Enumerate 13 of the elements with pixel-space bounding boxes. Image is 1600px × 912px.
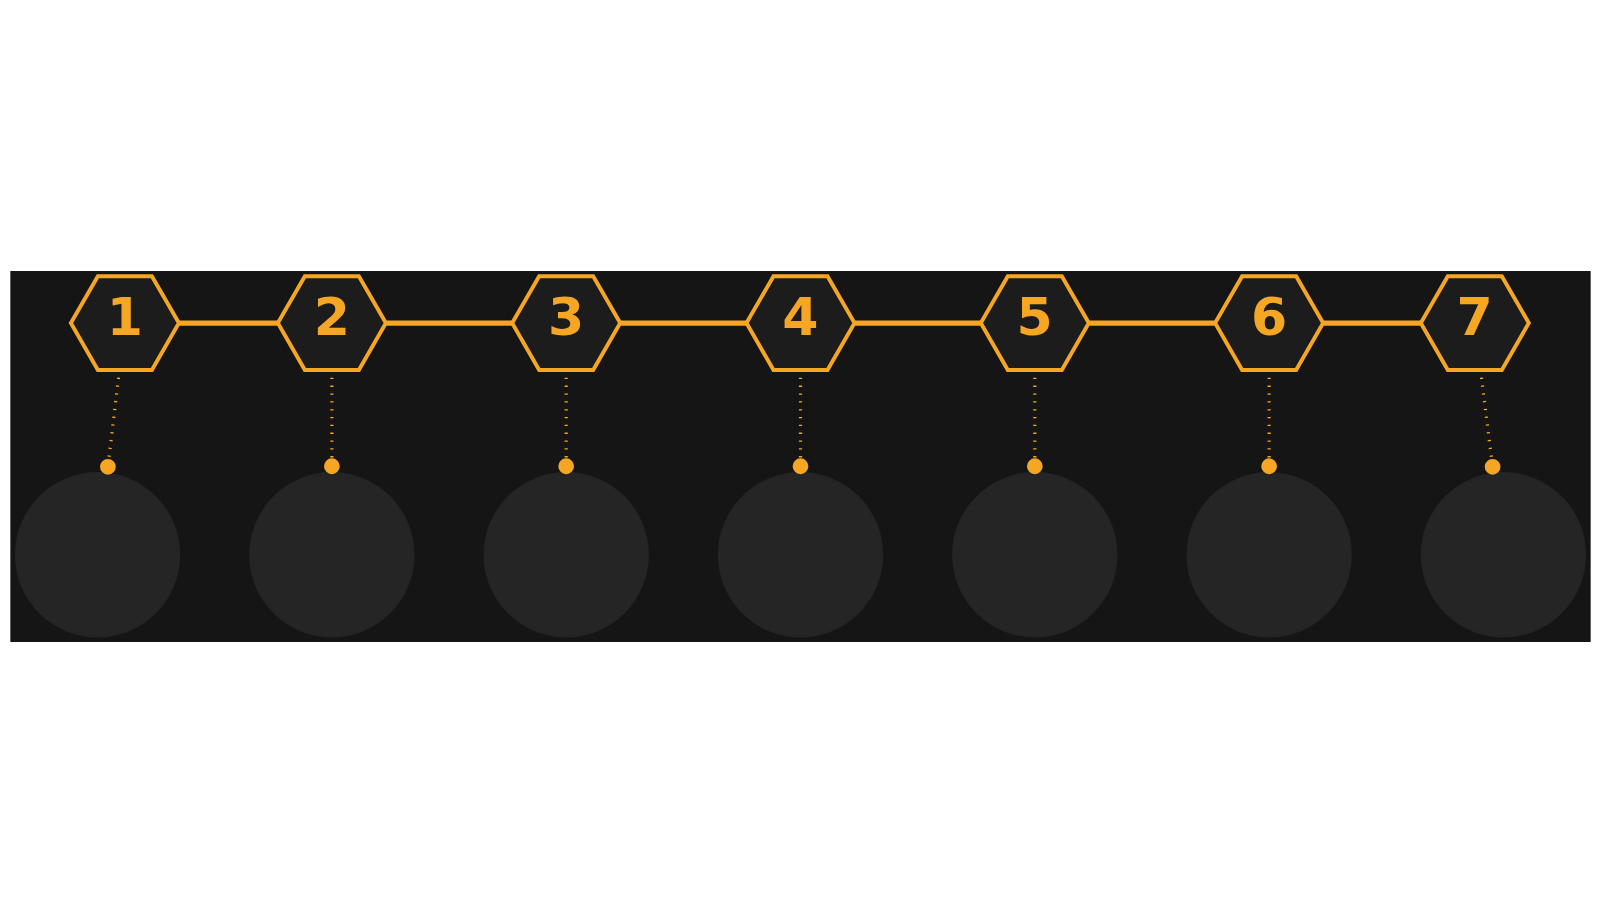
node-circle: [717, 471, 883, 637]
connector: [620, 319, 746, 326]
connector: [178, 319, 278, 326]
node-circle: [1420, 471, 1586, 637]
node-circle: [248, 471, 415, 637]
connector: [1088, 319, 1215, 326]
connector: [854, 319, 981, 326]
connector: [1322, 319, 1420, 326]
node-circle: [14, 471, 180, 637]
node-circle: [1185, 471, 1352, 637]
connector: [385, 319, 512, 326]
node-circle: [483, 471, 649, 637]
node-circle: [951, 471, 1117, 637]
